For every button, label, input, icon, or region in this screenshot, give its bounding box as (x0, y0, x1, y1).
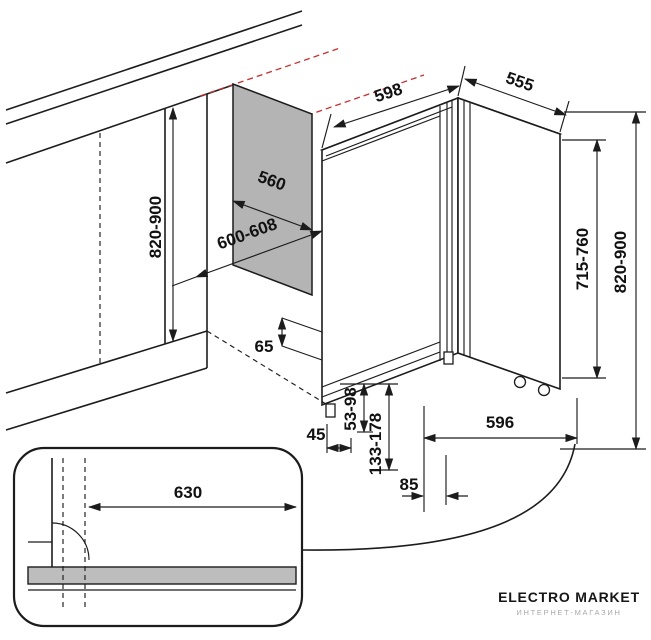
dim-base-span: 596 (422, 398, 579, 512)
box-front-face (321, 96, 459, 407)
dim-rear-foot-offset: 85 (400, 455, 468, 505)
box-right-face (457, 96, 561, 391)
dim-label-appliance-height: 715-760 (573, 228, 592, 290)
front-left-foot (325, 403, 336, 418)
dim-label-detail-width: 630 (174, 483, 202, 502)
dim-label-foot-inset: 65 (255, 337, 274, 356)
dim-label-base-span: 596 (486, 413, 514, 432)
plinth-board (27, 566, 297, 585)
dim-leveling-ranges: 53-98 133-178 (340, 382, 398, 475)
brand-logo: ELECTRO MARKET ИНТЕРНЕТ-МАГАЗИН (498, 589, 640, 617)
dim-front-offset: 45 (307, 424, 353, 453)
dim-label-rear-foot-offset: 85 (400, 475, 419, 494)
detail-inset: 630 (12, 446, 304, 628)
dim-label-leveling-front: 53-98 (341, 387, 360, 430)
rear-wheel (513, 375, 527, 389)
brand-logo-subtext: ИНТЕРНЕТ-МАГАЗИН (516, 608, 621, 617)
dim-foot-inset: 65 (255, 316, 323, 361)
dim-niche-height-left: 820-900 (146, 106, 178, 343)
door-swing-arc (51, 522, 90, 561)
dim-appliance-height: 715-760 (562, 138, 606, 380)
dim-label-leveling-rear: 133-178 (366, 413, 385, 475)
dim-label-niche-height-right: 820-900 (611, 231, 630, 293)
front-right-foot (443, 351, 454, 365)
dim-label-appliance-width: 598 (372, 79, 405, 106)
dim-label-niche-height-left: 820-900 (146, 196, 165, 258)
brand-logo-text: ELECTRO MARKET (498, 589, 640, 605)
detail-callout-curve (301, 443, 576, 551)
dishwasher-box (319, 96, 563, 418)
dim-label-appliance-depth: 555 (503, 68, 536, 95)
dim-label-front-offset: 45 (307, 425, 326, 444)
rear-wheel (537, 383, 551, 397)
detail-inset-border (12, 446, 304, 628)
